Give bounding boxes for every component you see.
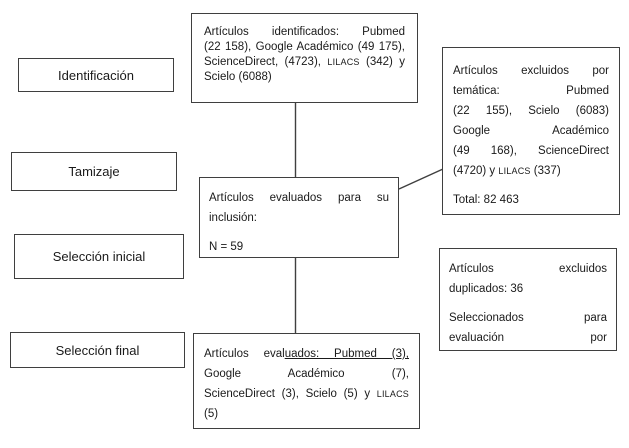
text-line: (5) bbox=[204, 404, 409, 424]
box-articles-excluded-duplicates: Artículos excluidos duplicados: 36 Selec… bbox=[439, 248, 617, 351]
text-line: Scielo (6088) bbox=[204, 70, 405, 85]
text-segment: ScienceDirect (3), Scielo (5) y bbox=[204, 388, 377, 400]
stage-label-tamizaje: Tamizaje bbox=[68, 164, 120, 179]
text-line: Total: 82 463 bbox=[453, 190, 609, 210]
stage-label-seleccion-inicial: Selección inicial bbox=[52, 249, 146, 264]
text-line: evaluación por bbox=[449, 328, 607, 348]
stage-box-seleccion-inicial: Selección inicial bbox=[14, 234, 184, 279]
text-segment: (342) y bbox=[359, 56, 405, 68]
text-line: (49 168), ScienceDirect bbox=[453, 141, 609, 161]
stage-label-seleccion-final: Selección final bbox=[55, 342, 140, 358]
text-segment: Artículos excluidos por bbox=[453, 65, 609, 77]
text-line: temática: Pubmed bbox=[453, 81, 609, 101]
text-line: Artículos evaluados: Pubmed (3), bbox=[204, 344, 409, 364]
text-segment-smallcaps: LILACS bbox=[498, 166, 531, 176]
text-segment: (49 168), ScienceDirect bbox=[453, 145, 609, 157]
text-segment: temática: Pubmed bbox=[453, 85, 609, 97]
text-segment: Artículos identificados: Pubmed bbox=[204, 26, 405, 38]
text-segment: Artículos evaluados para su bbox=[209, 192, 389, 204]
text-line: Artículos excluidos por bbox=[453, 61, 609, 81]
text-segment: inclusión: bbox=[209, 212, 257, 224]
text-segment-smallcaps: LILACS bbox=[376, 389, 409, 399]
text-line: N = 59 bbox=[209, 237, 389, 257]
text-line: Artículos identificados: Pubmed bbox=[204, 25, 405, 40]
text-line: inclusión: bbox=[209, 208, 389, 228]
text-segment: N = 59 bbox=[209, 241, 244, 253]
text-line: Seleccionados para bbox=[449, 308, 607, 328]
box-articles-excluded-thematic: Artículos excluidos por temática: Pubmed… bbox=[442, 47, 620, 215]
box-articles-evaluated-inclusion: Artículos evaluados para su inclusión: N… bbox=[199, 177, 399, 258]
text-line: Artículos evaluados para su bbox=[209, 188, 389, 208]
text-segment: Google Académico bbox=[453, 125, 609, 137]
text-line: ScienceDirect (3), Scielo (5) y LILACS bbox=[204, 384, 409, 404]
connector-diagonal bbox=[398, 168, 444, 190]
text-line: duplicados: 36 bbox=[449, 279, 607, 299]
text-segment: (22 158), Google Académico (49 175), bbox=[204, 41, 405, 53]
text-line: (4720) y LILACS (337) bbox=[453, 161, 609, 181]
text-segment: Scielo (6088) bbox=[204, 71, 272, 83]
text-segment: (337) bbox=[530, 165, 561, 177]
text-line: Artículos excluidos bbox=[449, 259, 607, 279]
text-segment: ScienceDirect, (4723), bbox=[204, 56, 328, 68]
text-segment: Total: 82 463 bbox=[453, 194, 519, 206]
text-segment: (5) bbox=[204, 408, 219, 420]
text-segment: Google Académico (7), bbox=[204, 368, 409, 380]
stage-box-tamizaje: Tamizaje bbox=[11, 152, 177, 191]
text-segment: Seleccionados para bbox=[449, 312, 607, 324]
box-articles-identified: Artículos identificados: Pubmed (22 158)… bbox=[191, 13, 418, 103]
stage-box-seleccion-final: Selección final bbox=[10, 332, 185, 368]
text-segment: Artículos eval bbox=[204, 348, 285, 360]
text-line: (22 158), Google Académico (49 175), bbox=[204, 40, 405, 55]
text-segment: duplicados: 36 bbox=[449, 283, 524, 295]
text-line: Google Académico (7), bbox=[204, 364, 409, 384]
text-segment-smallcaps: LILACS bbox=[327, 57, 360, 67]
text-segment: evaluación por bbox=[449, 332, 607, 344]
text-line: (22 155), Scielo (6083) bbox=[453, 101, 609, 121]
text-segment: Artículos excluidos bbox=[449, 263, 607, 275]
text-segment: (22 155), Scielo (6083) bbox=[453, 105, 609, 117]
stage-box-identificacion: Identificación bbox=[18, 58, 174, 92]
stage-label-identificacion: Identificación bbox=[58, 67, 134, 83]
text-segment: (4720) y bbox=[453, 165, 499, 177]
text-line: ScienceDirect, (4723), LILACS (342) y bbox=[204, 55, 405, 70]
text-line: Google Académico bbox=[453, 121, 609, 141]
text-segment-underlined: uados: Pubmed (3), bbox=[284, 348, 409, 360]
box-articles-evaluated-final: Artículos evaluados: Pubmed (3), Google … bbox=[193, 333, 420, 429]
